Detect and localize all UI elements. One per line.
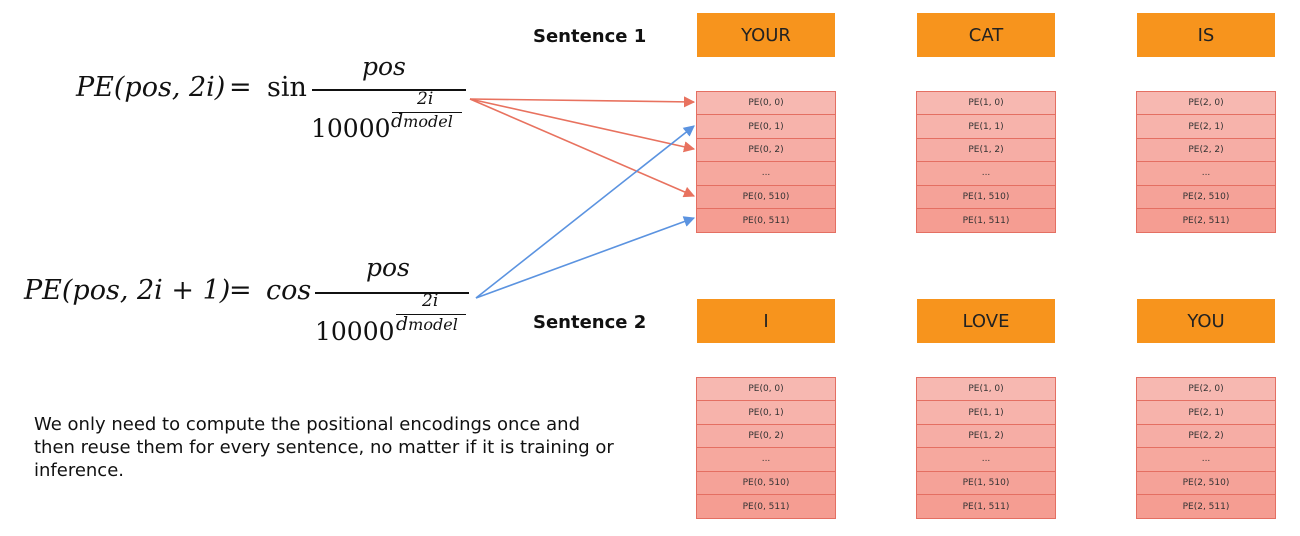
formula-sin-exponent-denominator: dmodel [391, 110, 453, 132]
pe-cell: PE(2, 1) [1137, 401, 1275, 425]
pe-cell: PE(1, 0) [917, 92, 1055, 116]
caption-text: We only need to compute the positional e… [34, 414, 614, 481]
formula-sin-lhs: PE(pos, 2i) [76, 72, 225, 103]
formula-cos-fraction-bar [315, 292, 469, 294]
token-box: CAT [917, 13, 1055, 57]
sin-arrow-to-pe-0-0 [469, 96, 696, 108]
formula-cos-exponent-numerator: 2i [422, 291, 439, 311]
pe-stack: PE(0, 0) PE(0, 1) PE(0, 2) ... PE(0, 510… [696, 377, 836, 520]
pe-cell: PE(0, 2) [697, 424, 835, 449]
pe-cell: PE(0, 1) [697, 401, 835, 425]
pe-cell: PE(1, 510) [917, 185, 1055, 209]
pe-cell: PE(0, 511) [697, 494, 835, 519]
pe-cell: PE(2, 511) [1137, 494, 1275, 519]
formula-cos-denominator-base: 10000 [315, 317, 395, 346]
pe-cell: PE(0, 0) [697, 378, 835, 402]
formula-cos-lhs-args: (pos, 2i + 1) [61, 275, 231, 306]
formula-cos-numerator: pos [366, 253, 410, 282]
pe-cell: PE(2, 2) [1137, 138, 1275, 163]
formula-cos-exponent-denominator: dmodel [396, 313, 458, 335]
pe-cell: PE(0, 510) [697, 185, 835, 209]
pe-cell: PE(1, 0) [917, 378, 1055, 402]
pe-stack: PE(2, 0) PE(2, 1) PE(2, 2) ... PE(2, 510… [1136, 91, 1276, 234]
formula-sin-exponent-d: d [391, 110, 404, 132]
token-box: IS [1137, 13, 1275, 57]
cos-arrow-to-pe-0-1 [475, 125, 695, 299]
pe-cell: ... [917, 448, 1055, 472]
pe-cell: PE(2, 510) [1137, 471, 1275, 495]
formula-cos-lhs-fn: PE [24, 275, 62, 306]
formula-sin-fraction-bar [312, 89, 466, 91]
token-box: I [697, 299, 835, 343]
pe-cell: PE(2, 2) [1137, 424, 1275, 449]
cos-arrow-to-pe-0-511 [475, 216, 696, 299]
formula-sin-equals: = [229, 72, 252, 103]
formula-sin-exponent-model: model [403, 112, 453, 131]
formula-cos-function: cos [266, 275, 312, 306]
pe-stack: PE(0, 0) PE(0, 1) PE(0, 2) ... PE(0, 510… [696, 91, 836, 234]
pe-cell: PE(0, 510) [697, 471, 835, 495]
pe-cell: ... [1137, 448, 1275, 472]
pe-cell: PE(0, 2) [697, 138, 835, 163]
pe-stack: PE(1, 0) PE(1, 1) PE(1, 2) ... PE(1, 510… [916, 91, 1056, 234]
sin-arrow-to-pe-0-510 [469, 98, 696, 198]
formula-cos-lhs: PE(pos, 2i + 1) [24, 275, 230, 306]
pe-cell: PE(0, 1) [697, 115, 835, 139]
pe-stack: PE(2, 0) PE(2, 1) PE(2, 2) ... PE(2, 510… [1136, 377, 1276, 520]
sentence-2-label: Sentence 2 [533, 312, 647, 333]
formula-sin-denominator-base: 10000 [311, 114, 391, 143]
pe-stack: PE(1, 0) PE(1, 1) PE(1, 2) ... PE(1, 510… [916, 377, 1056, 520]
pe-cell: PE(0, 511) [697, 208, 835, 233]
formula-cos-exponent-model: model [408, 315, 458, 334]
token-box: LOVE [917, 299, 1055, 343]
pe-cell: PE(2, 510) [1137, 185, 1275, 209]
pe-cell: PE(0, 0) [697, 92, 835, 116]
sentence-1-label: Sentence 1 [533, 26, 647, 47]
token-box: YOU [1137, 299, 1275, 343]
pe-cell: ... [917, 162, 1055, 186]
token-box: YOUR [697, 13, 835, 57]
pe-cell: ... [697, 448, 835, 472]
formula-sin-exponent-numerator: 2i [417, 89, 434, 109]
formula-cos-equals: = [229, 275, 252, 306]
pe-cell: ... [697, 162, 835, 186]
formula-sin-lhs-args: (pos, 2i) [113, 72, 226, 103]
formula-sin-numerator: pos [362, 52, 406, 81]
pe-cell: PE(1, 510) [917, 471, 1055, 495]
formula-sin-exponent-bar [392, 112, 462, 113]
pe-cell: PE(1, 511) [917, 494, 1055, 519]
formula-sin-lhs-fn: PE [76, 72, 114, 103]
pe-cell: PE(1, 2) [917, 138, 1055, 163]
formula-sin-function: sin [267, 72, 307, 103]
pe-cell: PE(1, 2) [917, 424, 1055, 449]
pe-cell: PE(2, 0) [1137, 92, 1275, 116]
pe-cell: ... [1137, 162, 1275, 186]
pe-cell: PE(1, 1) [917, 401, 1055, 425]
formula-cos-exponent-d: d [396, 313, 409, 335]
sin-arrow-to-pe-0-2 [469, 98, 696, 153]
pe-cell: PE(2, 0) [1137, 378, 1275, 402]
formula-cos-exponent-bar [396, 314, 466, 315]
pe-cell: PE(1, 511) [917, 208, 1055, 233]
pe-cell: PE(2, 1) [1137, 115, 1275, 139]
pe-cell: PE(1, 1) [917, 115, 1055, 139]
pe-cell: PE(2, 511) [1137, 208, 1275, 233]
